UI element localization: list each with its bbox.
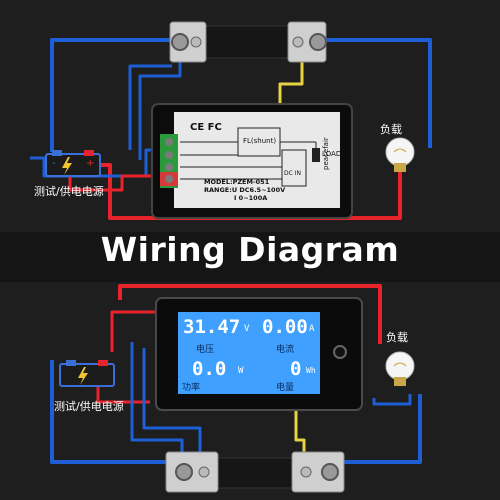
- svg-text:-: -: [52, 158, 56, 169]
- wire-blue-bottom-sense-2: [142, 348, 202, 452]
- lcd-energy-value: 0: [290, 358, 302, 380]
- lcd-current-caption: 电流: [276, 345, 295, 355]
- wire-red-bottom-inner: [110, 310, 156, 352]
- lightning-icon: [62, 157, 72, 175]
- dc-in-text: DC IN: [284, 170, 301, 177]
- wire-blue-bottom-left: [50, 360, 170, 464]
- range-current-text: I 0~100A: [234, 194, 268, 202]
- lcd-voltage-caption: 电压: [196, 345, 215, 355]
- lcd-power-caption: 功率: [182, 383, 201, 393]
- wire-blue-bottom-load: [372, 394, 412, 406]
- shunt-terminal-left: [171, 33, 189, 51]
- lcd-current-unit: A: [309, 324, 315, 334]
- wire-yellow: [278, 58, 304, 108]
- diagram-title: Wiring Diagram: [100, 230, 400, 269]
- battery-bottom: [59, 360, 115, 387]
- lcd-voltage-value: 31.47: [183, 316, 241, 338]
- title-banner: [0, 232, 500, 282]
- shunt-terminal-right: [309, 33, 327, 51]
- wire-blue-sense-2: [138, 62, 182, 160]
- svg-text:+: +: [86, 158, 94, 169]
- bulb-label-top: 负载: [380, 123, 402, 136]
- model-text: MODEL:PZEM-051: [204, 178, 270, 186]
- load-text: LOAD: [322, 150, 342, 158]
- lcd-voltage-unit: V: [244, 324, 250, 334]
- shunt-text: FL(shunt): [243, 137, 277, 145]
- wire-red-battery: [68, 174, 162, 192]
- lightning-icon-bottom: [78, 367, 88, 385]
- brand-text: peacefair: [322, 137, 330, 170]
- bulb-top: [385, 137, 415, 172]
- battery-label-bottom: 测试/供电电源: [54, 400, 124, 413]
- lcd-screen: [178, 312, 320, 394]
- wire-blue-bottom-right: [330, 394, 422, 464]
- lcd-current-value: 0.00: [262, 316, 308, 338]
- filament-icon-bottom: [393, 362, 407, 367]
- wire-blue-sense-1: [128, 64, 172, 150]
- lcd-power-value: 0.0: [192, 358, 227, 380]
- lcd-energy-unit: Wh: [306, 366, 316, 375]
- schematic-load: [312, 148, 320, 162]
- bulb-label-bottom: 负载: [386, 331, 408, 344]
- wire-red-top: [95, 163, 402, 220]
- reset-button: [333, 345, 347, 359]
- wire-blue-outer-top: [50, 38, 170, 152]
- wire-blue-load-top: [320, 38, 432, 148]
- lcd-energy-caption: 电量: [276, 383, 295, 393]
- bulb-bottom: [385, 351, 415, 386]
- filament-icon: [393, 148, 407, 153]
- cert-marks: CE FC: [190, 122, 222, 133]
- lcd-power-unit: W: [238, 366, 244, 376]
- battery-label-top: 测试/供电电源: [34, 185, 104, 198]
- wire-blue-bottom-sense-1: [130, 342, 184, 452]
- wire-yellow-bottom: [294, 410, 306, 452]
- wire-red-bottom-outer: [118, 284, 382, 344]
- schematic-dc-box: [281, 149, 307, 187]
- battery-top: - +: [45, 150, 101, 177]
- range-voltage-text: RANGE:U DC6.5~100V: [204, 186, 286, 194]
